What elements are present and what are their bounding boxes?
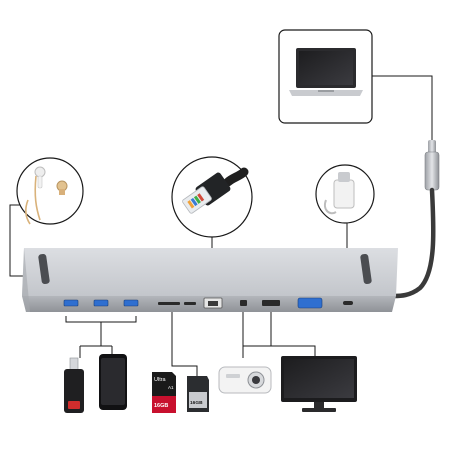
lower-connector-lines xyxy=(65,312,316,376)
monitor-icon xyxy=(281,356,357,412)
laptop-connector-line xyxy=(372,75,433,140)
hub-foot-right xyxy=(360,253,372,285)
micro-sd-capacity: 16GB xyxy=(190,400,203,406)
usb-c-cable xyxy=(391,140,440,299)
usb-flash-drive-icon xyxy=(64,357,84,413)
hub-foot-left xyxy=(38,253,50,285)
ethernet-cable-icon xyxy=(182,167,249,214)
usb-a-port xyxy=(123,299,139,307)
projector-icon xyxy=(218,366,272,394)
earphones-icon xyxy=(25,166,68,225)
hub-ports xyxy=(63,297,353,309)
usb-a-port xyxy=(93,299,109,307)
audio-connector-line xyxy=(9,204,28,277)
sd-card-speed: A1 xyxy=(168,385,174,390)
sd-card-slot xyxy=(158,302,180,305)
usb-a-port xyxy=(63,299,79,307)
sd-card-capacity: 16GB xyxy=(154,403,168,409)
mini-displayport xyxy=(240,300,247,306)
smartphone-icon xyxy=(99,354,127,410)
sd-card-brand: Ultra xyxy=(154,377,167,383)
micro-sd-slot xyxy=(184,302,196,305)
usb-c-port-callout xyxy=(315,164,375,224)
earphones-callout xyxy=(16,157,84,225)
ethernet-callout xyxy=(171,156,253,238)
sd-card-icon: Ultra A1 16GB xyxy=(152,372,176,413)
vga-port xyxy=(297,297,323,309)
laptop-icon xyxy=(289,48,363,96)
usb-c-plug-icon xyxy=(324,172,355,215)
hdmi-port xyxy=(262,300,280,306)
usb-c-port xyxy=(343,301,353,305)
micro-sd-card-icon: 16GB xyxy=(187,376,209,412)
laptop-callout xyxy=(278,29,373,124)
